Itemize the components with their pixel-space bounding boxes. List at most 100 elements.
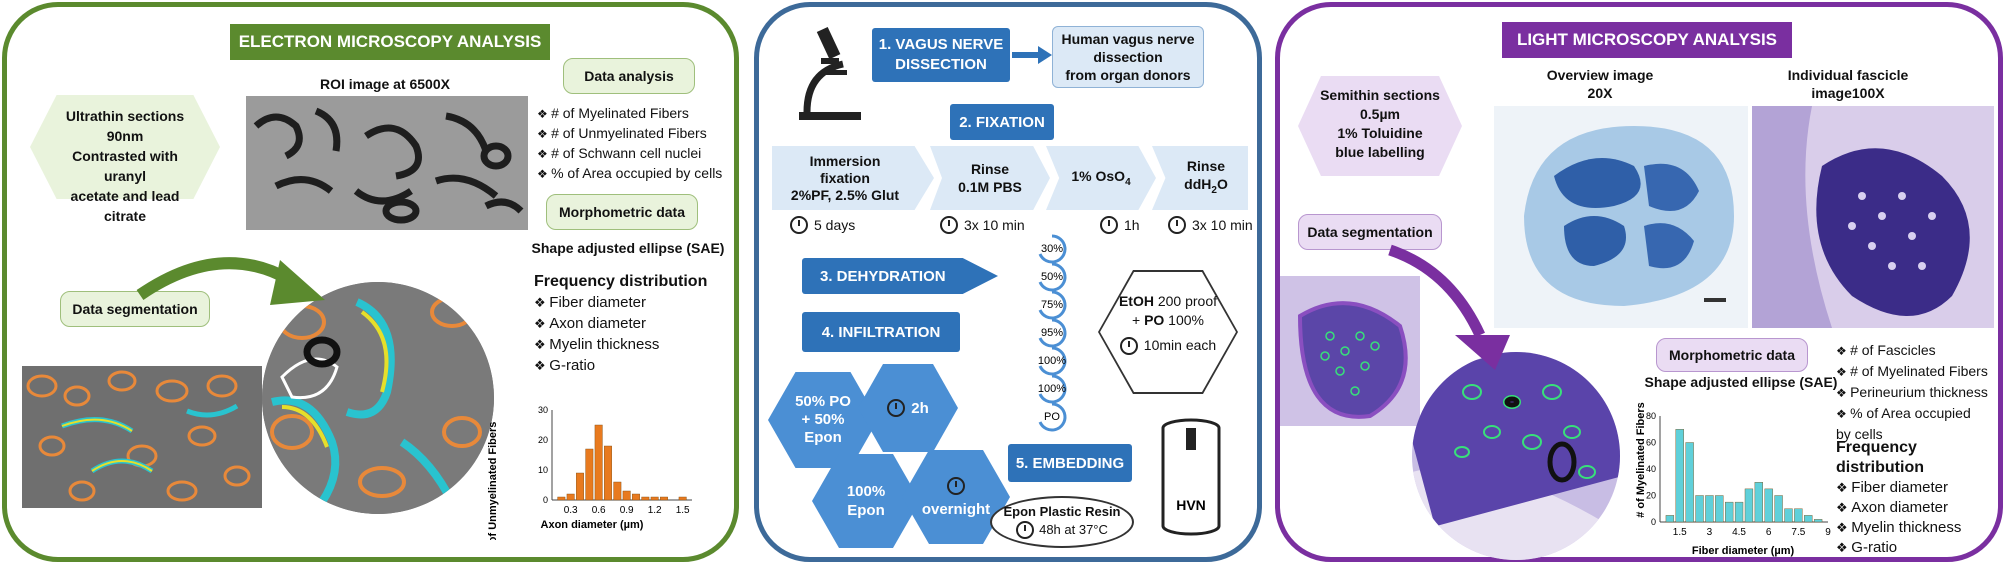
dehydration-step-arc <box>1038 262 1067 292</box>
clock-icon <box>947 476 965 495</box>
dehydration-step-arc <box>1038 346 1067 376</box>
lm-hist-x-tick: 4.5 <box>1732 527 1746 538</box>
em-freq-item: G-ratio <box>534 355 707 376</box>
fix-rinse-water-post: O <box>1216 175 1228 192</box>
clock-icon <box>1100 216 1118 234</box>
hvn-block-icon: HVN <box>1161 418 1221 536</box>
em-hist-bar <box>613 481 622 501</box>
time-label: 3x 10 min <box>1192 217 1253 233</box>
lm-hist-bar <box>1744 488 1754 523</box>
dehydration-step-arc <box>1038 290 1067 320</box>
lm-zoom-circle <box>1412 352 1620 560</box>
lm-freq-list: Frequency distribution Fiber diameter Ax… <box>1836 438 2007 558</box>
lm-freq-item: Axon diameter <box>1836 498 2007 518</box>
hex-overnight-label: overnight <box>921 500 991 518</box>
dehydration-step-arc <box>1038 374 1067 404</box>
time-3x10-b: 3x 10 min <box>1168 216 1253 234</box>
time-5days: 5 days <box>790 216 855 234</box>
donor-line: Human vagus nerve <box>1061 31 1195 47</box>
dehydration-step-label: 95% <box>1041 327 1063 339</box>
hex-100-epon-line: Epon <box>847 502 885 519</box>
lm-hist-bar <box>1774 495 1783 523</box>
em-segmented-image <box>22 366 262 508</box>
dehydration-step-label: PO <box>1044 411 1060 423</box>
hex-po-epon-line: + 50% <box>801 411 845 428</box>
em-hist-bar <box>576 472 584 501</box>
lm-hist-bar <box>1804 515 1813 523</box>
hex-po-epon-line: 50% PO <box>795 393 851 410</box>
lm-overview-image <box>1494 106 1748 328</box>
em-hist-bar <box>632 493 640 501</box>
em-sections-line: Contrasted with uranyl <box>72 148 178 184</box>
em-sections-line: Ultrathin sections <box>65 108 185 124</box>
em-segmentation-arrow <box>136 257 325 305</box>
clock-icon <box>887 399 906 417</box>
em-hist-y-tick: 0 <box>543 495 548 505</box>
lm-hist-x-tick: 6 <box>1766 527 1772 538</box>
em-hist-x-tick: 0.6 <box>592 505 606 516</box>
lm-hist-bar <box>1715 495 1724 523</box>
time-3x10-a: 3x 10 min <box>940 216 1025 234</box>
lm-sections-text: Semithin sections 0.5µm 1% Toluidine blu… <box>1310 86 1450 162</box>
lm-analysis-item: Perineurium thickness <box>1836 382 1988 403</box>
lm-sections-line: 0.5µm <box>1360 106 1400 122</box>
fix-rinse-pbs-line: 0.1M PBS <box>958 179 1022 195</box>
em-roi-image <box>246 96 528 230</box>
em-hist-bar <box>594 424 603 501</box>
em-morphometric-label: Morphometric data <box>546 194 698 230</box>
em-hist-bar <box>650 496 659 501</box>
lm-analysis-item: by cells <box>1836 426 1883 442</box>
resin-oval <box>990 496 1134 548</box>
em-title: ELECTRON MICROSCOPY ANALYSIS <box>230 24 550 60</box>
step-dissection-line: 1. VAGUS NERVE <box>878 36 1004 53</box>
lm-hist-bar <box>1725 501 1734 523</box>
hex-2h-label: 2h <box>911 399 929 417</box>
fix-oso4-sub: 4 <box>1125 176 1131 188</box>
step-infiltration: 4. INFILTRATION <box>802 312 960 352</box>
hex-po-epon-line: Epon <box>804 429 842 446</box>
em-analysis-item: # of Schwann cell nuclei <box>537 144 722 164</box>
em-hist-xlabel: Axon diameter (µm) <box>541 519 644 531</box>
lm-hist-x-tick: 7.5 <box>1791 527 1805 538</box>
po-plus: + <box>1131 312 1145 328</box>
dehydration-step-arc <box>1038 234 1067 264</box>
time-label: 1h <box>1124 217 1140 233</box>
lm-hist-x-tick: 9 <box>1825 527 1831 538</box>
step-dissection-line: DISSECTION <box>895 56 987 73</box>
fix-immersion-line: fixation <box>820 169 870 186</box>
fix-rinse-water-sub: 2 <box>1211 184 1217 196</box>
em-freq-item: Fiber diameter <box>534 292 707 313</box>
lm-hist-y-tick: 40 <box>1646 464 1656 474</box>
em-analysis-item: % of Area occupied by cells <box>537 164 722 184</box>
lm-sections-line: Semithin sections <box>1320 87 1440 103</box>
lm-hist-bar <box>1764 488 1773 523</box>
lm-segmented-image <box>1280 276 1420 426</box>
fix-immersion-line: 2%PF, 2.5% Glut <box>790 186 900 203</box>
step-fixation: 2. FIXATION <box>950 104 1054 140</box>
lm-panel <box>1275 2 2003 562</box>
arrow-dissection-donor <box>1012 46 1052 64</box>
lm-morphometric-label: Morphometric data <box>1656 338 1808 372</box>
em-hist-bar <box>585 448 594 501</box>
lm-analysis-item: % of Area occupied <box>1836 403 1988 424</box>
lm-hist-bar <box>1705 495 1714 523</box>
lm-hist-bar <box>1685 442 1694 523</box>
time-label: 3x 10 min <box>964 217 1025 233</box>
dehydration-step-arc <box>1038 318 1067 348</box>
lm-hist-y-tick: 20 <box>1646 491 1656 501</box>
clock-icon <box>1168 216 1186 234</box>
em-hist-bar <box>678 496 687 501</box>
dehydration-step-label: 30% <box>1041 243 1063 255</box>
lm-fascicle-line: Individual fascicle <box>1787 67 1909 83</box>
step-dissection: 1. VAGUS NERVE DISSECTION <box>872 28 1010 82</box>
em-sections-text: Ultrathin sections 90nm Contrasted with … <box>60 106 190 226</box>
lm-freq-title: Frequency distribution <box>1836 439 1924 476</box>
em-hist-y-tick: 20 <box>538 435 548 445</box>
em-freq-title: Frequency distribution <box>534 273 708 290</box>
roi-label: ROI image at 6500X <box>320 76 450 92</box>
em-freq-list: Frequency distribution Fiber diameter Ax… <box>534 271 707 376</box>
lm-hist-y-tick: 60 <box>1646 438 1656 448</box>
